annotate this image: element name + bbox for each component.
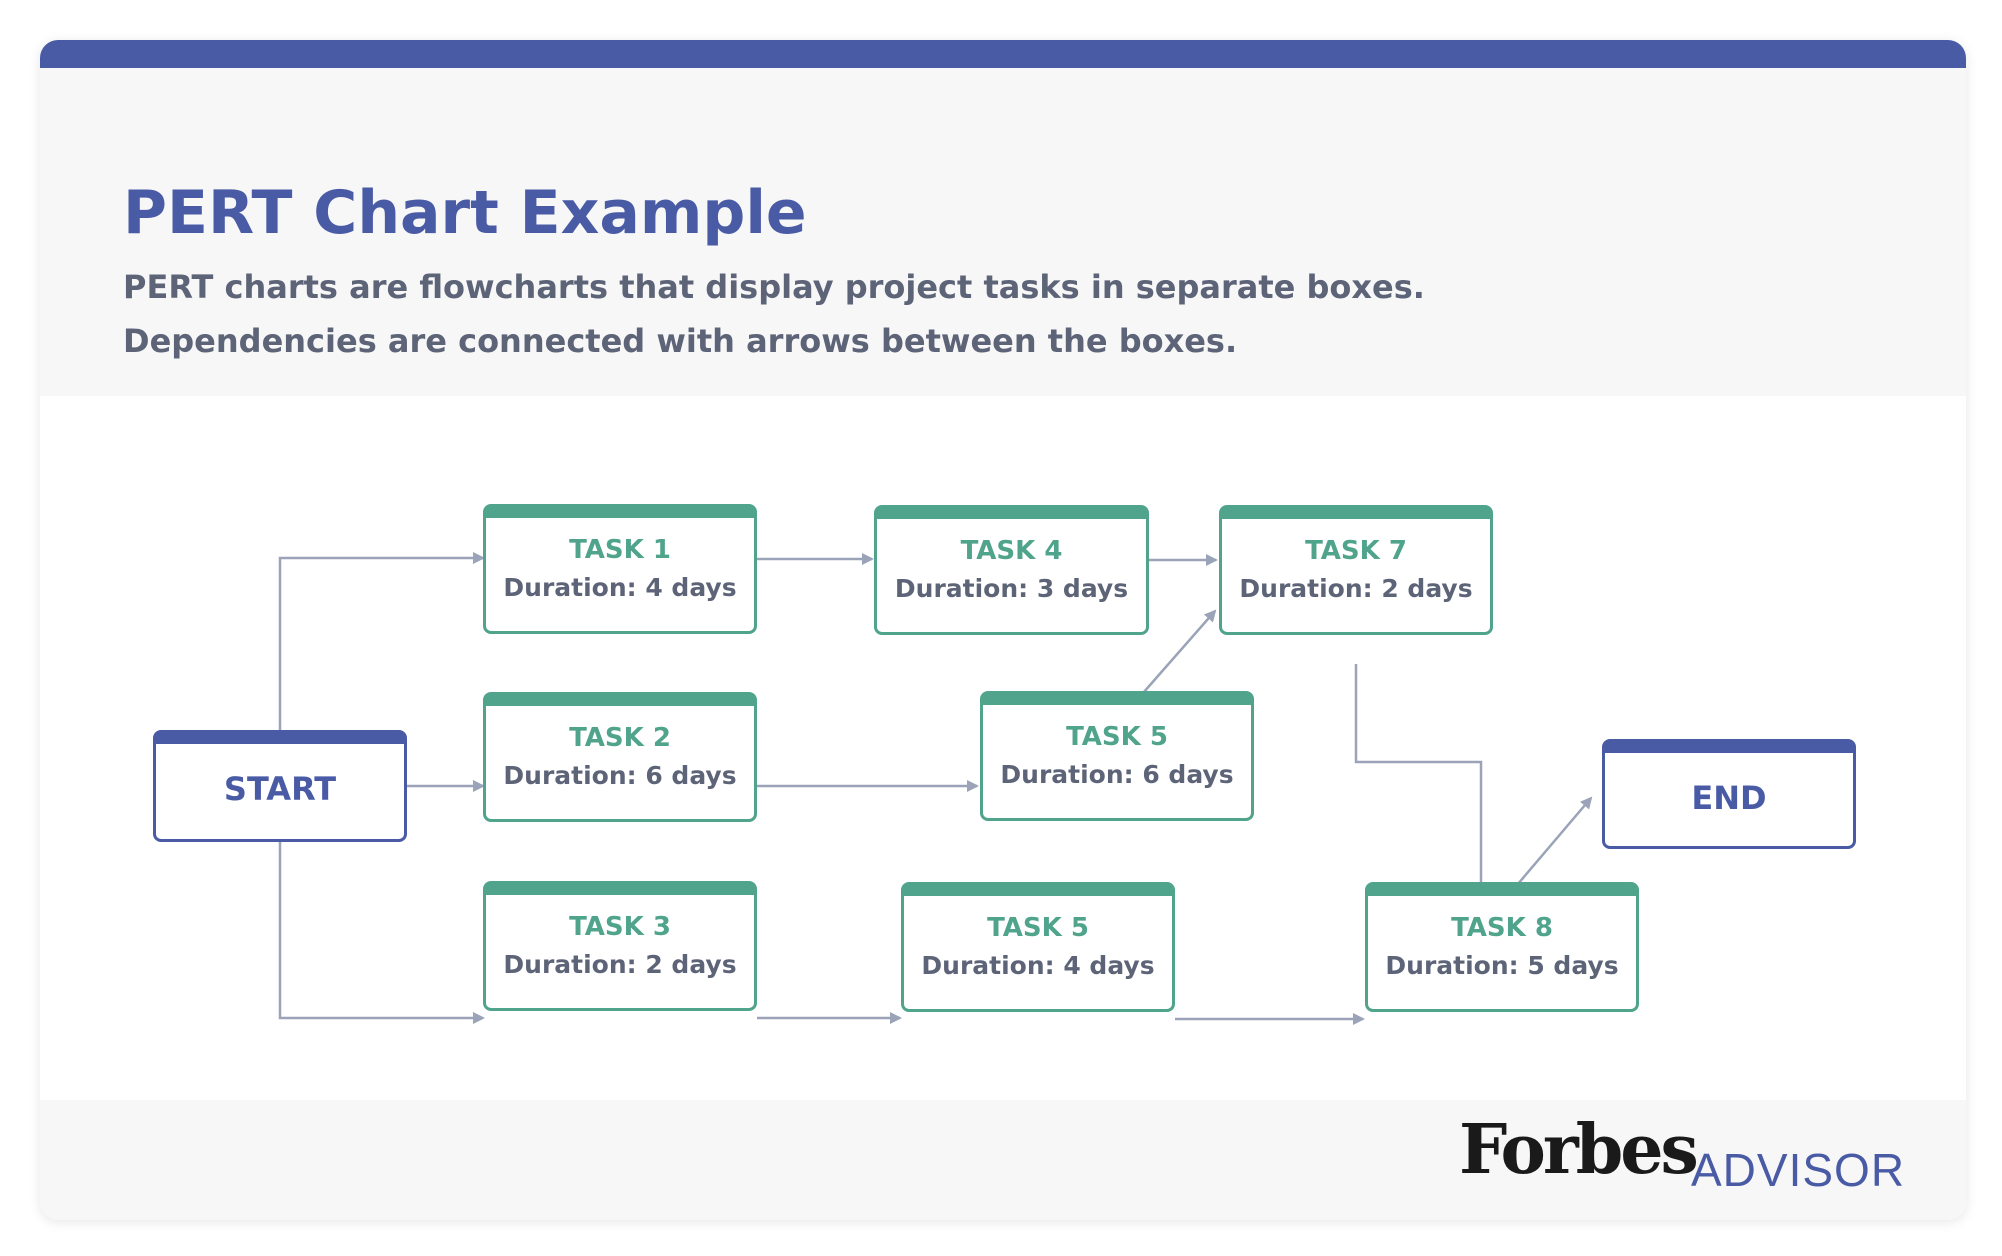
task-7-duration: Duration: 2 days — [1239, 574, 1473, 603]
forbes-logo: Forbes — [1459, 1110, 1699, 1190]
task-5-lower-duration: Duration: 4 days — [921, 951, 1155, 980]
task-3-node[interactable]: TASK 3 Duration: 2 days — [483, 881, 757, 1011]
end-node[interactable]: END — [1602, 739, 1856, 849]
task-2-label: TASK 2 — [569, 723, 671, 753]
start-node[interactable]: START — [153, 730, 407, 842]
task-7-node[interactable]: TASK 7 Duration: 2 days — [1219, 505, 1493, 635]
edge-start-task3 — [278, 842, 485, 1024]
task-8-label: TASK 8 — [1451, 913, 1553, 943]
edge-task7-task8 — [1354, 664, 1487, 913]
start-label: START — [223, 770, 337, 808]
task-4-duration: Duration: 3 days — [894, 574, 1129, 603]
task-3-duration: Duration: 2 days — [503, 950, 737, 979]
subtitle-line-1: PERT charts are flowcharts that display … — [123, 268, 1425, 306]
page-title: PERT Chart Example — [123, 178, 807, 248]
advisor-wordmark: ADVISOR — [1691, 1144, 1906, 1196]
task-5-lower-label: TASK 5 — [987, 913, 1089, 943]
infographic-card: PERT Chart Example PERT charts are flowc… — [40, 40, 1966, 1220]
task-1-label: TASK 1 — [569, 535, 671, 565]
task-4-node[interactable]: TASK 4 Duration: 3 days — [874, 505, 1149, 635]
task-3-label: TASK 3 — [569, 912, 671, 942]
top-accent-bar — [40, 40, 1966, 68]
task-5-upper-node[interactable]: TASK 5 Duration: 6 days — [980, 691, 1254, 821]
task-2-duration: Duration: 6 days — [503, 761, 737, 790]
task-8-node[interactable]: TASK 8 Duration: 5 days — [1365, 882, 1639, 1012]
task-5-upper-label: TASK 5 — [1066, 722, 1168, 752]
task-1-duration: Duration: 4 days — [503, 573, 737, 602]
task-5-upper-duration: Duration: 6 days — [1000, 760, 1234, 789]
header-panel: PERT Chart Example PERT charts are flowc… — [40, 68, 1966, 396]
task-2-node[interactable]: TASK 2 Duration: 6 days — [483, 692, 757, 822]
footer-panel — [40, 1100, 1966, 1220]
subtitle-line-2: Dependencies are connected with arrows b… — [123, 322, 1238, 360]
pert-diagram: START TASK 1 Duration: 4 days TASK 4 Dur… — [40, 396, 1966, 1100]
task-8-duration: Duration: 5 days — [1385, 951, 1619, 980]
task-5-lower-node[interactable]: TASK 5 Duration: 4 days — [901, 882, 1175, 1012]
end-label: END — [1691, 779, 1767, 817]
edge-start-task1 — [278, 552, 485, 730]
task-7-label: TASK 7 — [1305, 536, 1407, 566]
task-4-label: TASK 4 — [960, 536, 1063, 566]
task-1-node[interactable]: TASK 1 Duration: 4 days — [483, 504, 757, 634]
